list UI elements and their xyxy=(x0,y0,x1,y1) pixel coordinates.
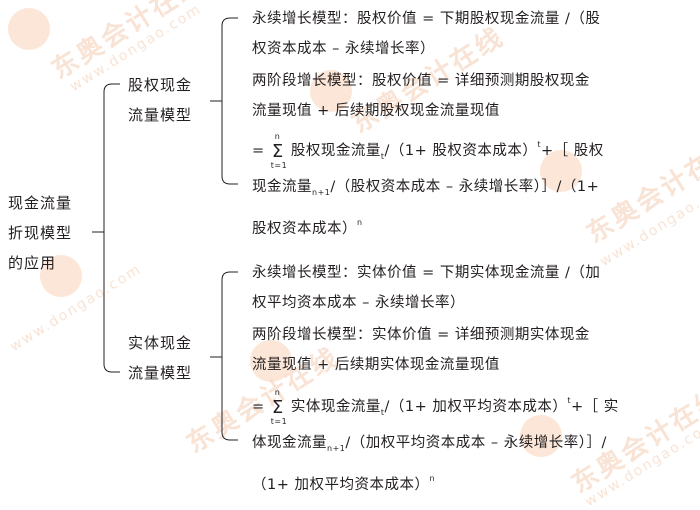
entity-node: 实体现金 流量模型 xyxy=(128,328,192,388)
entity-two-stage-line-2: 流量现值 + 后续期实体现金流量现值 xyxy=(252,357,500,373)
watermark-logo xyxy=(8,8,50,50)
diagram-canvas: 东奥会计在线 www.dongao.com 东奥会计在线 东奥会计在线 www.… xyxy=(7,0,700,510)
root-label-line-3: 的应用 xyxy=(8,254,57,272)
equity-two-stage-line-2: 流量现值 + 后续期股权现金流量现值 xyxy=(252,103,500,119)
entity-perpetual-line-1: 永续增长模型：实体价值 = 下期实体现金流量 /（加 xyxy=(252,265,601,281)
entity-label-line-1: 实体现金 xyxy=(128,334,193,352)
equity-perpetual-growth-model: 永续增长模型：股权价值 = 下期股权现金流量 /（股 权资本成本 – 永续增长率… xyxy=(252,4,600,64)
equity-perpetual-line-2: 权资本成本 – 永续增长率） xyxy=(252,41,435,57)
connector-lines xyxy=(92,17,238,441)
watermark-logo xyxy=(310,70,352,112)
equity-two-stage-line-1: 两阶段增长模型：股权价值 = 详细预测期股权现金 xyxy=(252,73,590,89)
watermark-logo xyxy=(540,150,582,192)
entity-formula-line-3: （1+ 加权平均资本成本）n xyxy=(252,474,436,493)
watermark-logo xyxy=(520,415,562,457)
equity-bracket xyxy=(221,17,238,185)
root-label-line-1: 现金流量 xyxy=(8,194,73,212)
entity-perpetual-line-2: 权平均资本成本 – 永续增长率） xyxy=(252,295,465,311)
equity-two-stage-model: 两阶段增长模型：股权价值 = 详细预测期股权现金 流量现值 + 后续期股权现金流… xyxy=(252,66,590,126)
root-node: 现金流量 折现模型 的应用 xyxy=(8,188,72,278)
root-label-line-2: 折现模型 xyxy=(8,224,73,242)
watermark-logo xyxy=(40,255,82,297)
entity-two-stage-line-1: 两阶段增长模型：实体价值 = 详细预测期实体现金 xyxy=(252,327,590,343)
entity-bracket xyxy=(221,271,238,441)
equity-label-line-2: 流量模型 xyxy=(128,106,193,124)
root-bracket xyxy=(103,83,120,373)
equity-formula-line-3: 股权资本成本）n xyxy=(252,218,363,237)
equity-formula-line-2: 现金流量n+1/（股权资本成本 – 永续增长率）］/（1+ xyxy=(252,179,600,197)
entity-label-line-2: 流量模型 xyxy=(128,364,193,382)
equity-perpetual-line-1: 永续增长模型：股权价值 = 下期股权现金流量 /（股 xyxy=(252,11,601,27)
entity-perpetual-growth-model: 永续增长模型：实体价值 = 下期实体现金流量 /（加 权平均资本成本 – 永续增… xyxy=(252,258,600,318)
entity-two-stage-model: 两阶段增长模型：实体价值 = 详细预测期实体现金 流量现值 + 后续期实体现金流… xyxy=(252,320,590,380)
equity-node: 股权现金 流量模型 xyxy=(128,70,192,130)
entity-formula-line-2: 体现金流量n+1/（加权平均资本成本 – 永续增长率）］/ xyxy=(252,435,607,453)
equity-label-line-1: 股权现金 xyxy=(128,76,193,94)
watermark-logo xyxy=(250,340,292,382)
